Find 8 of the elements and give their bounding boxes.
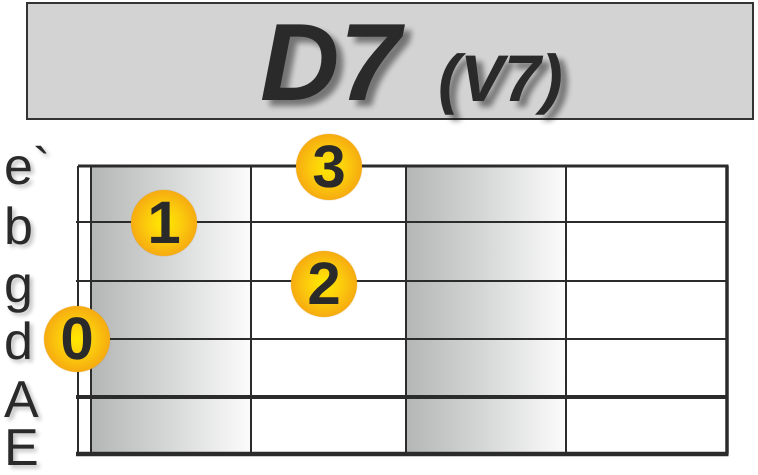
finger-marker: 3: [296, 134, 362, 200]
finger-marker: 0: [44, 306, 110, 372]
string-label: g: [4, 259, 33, 311]
string-label: b: [4, 201, 33, 253]
string-label: e`: [4, 141, 50, 193]
finger-marker: 2: [291, 251, 357, 317]
string-label: d: [4, 316, 33, 368]
title-banner: [26, 2, 754, 120]
